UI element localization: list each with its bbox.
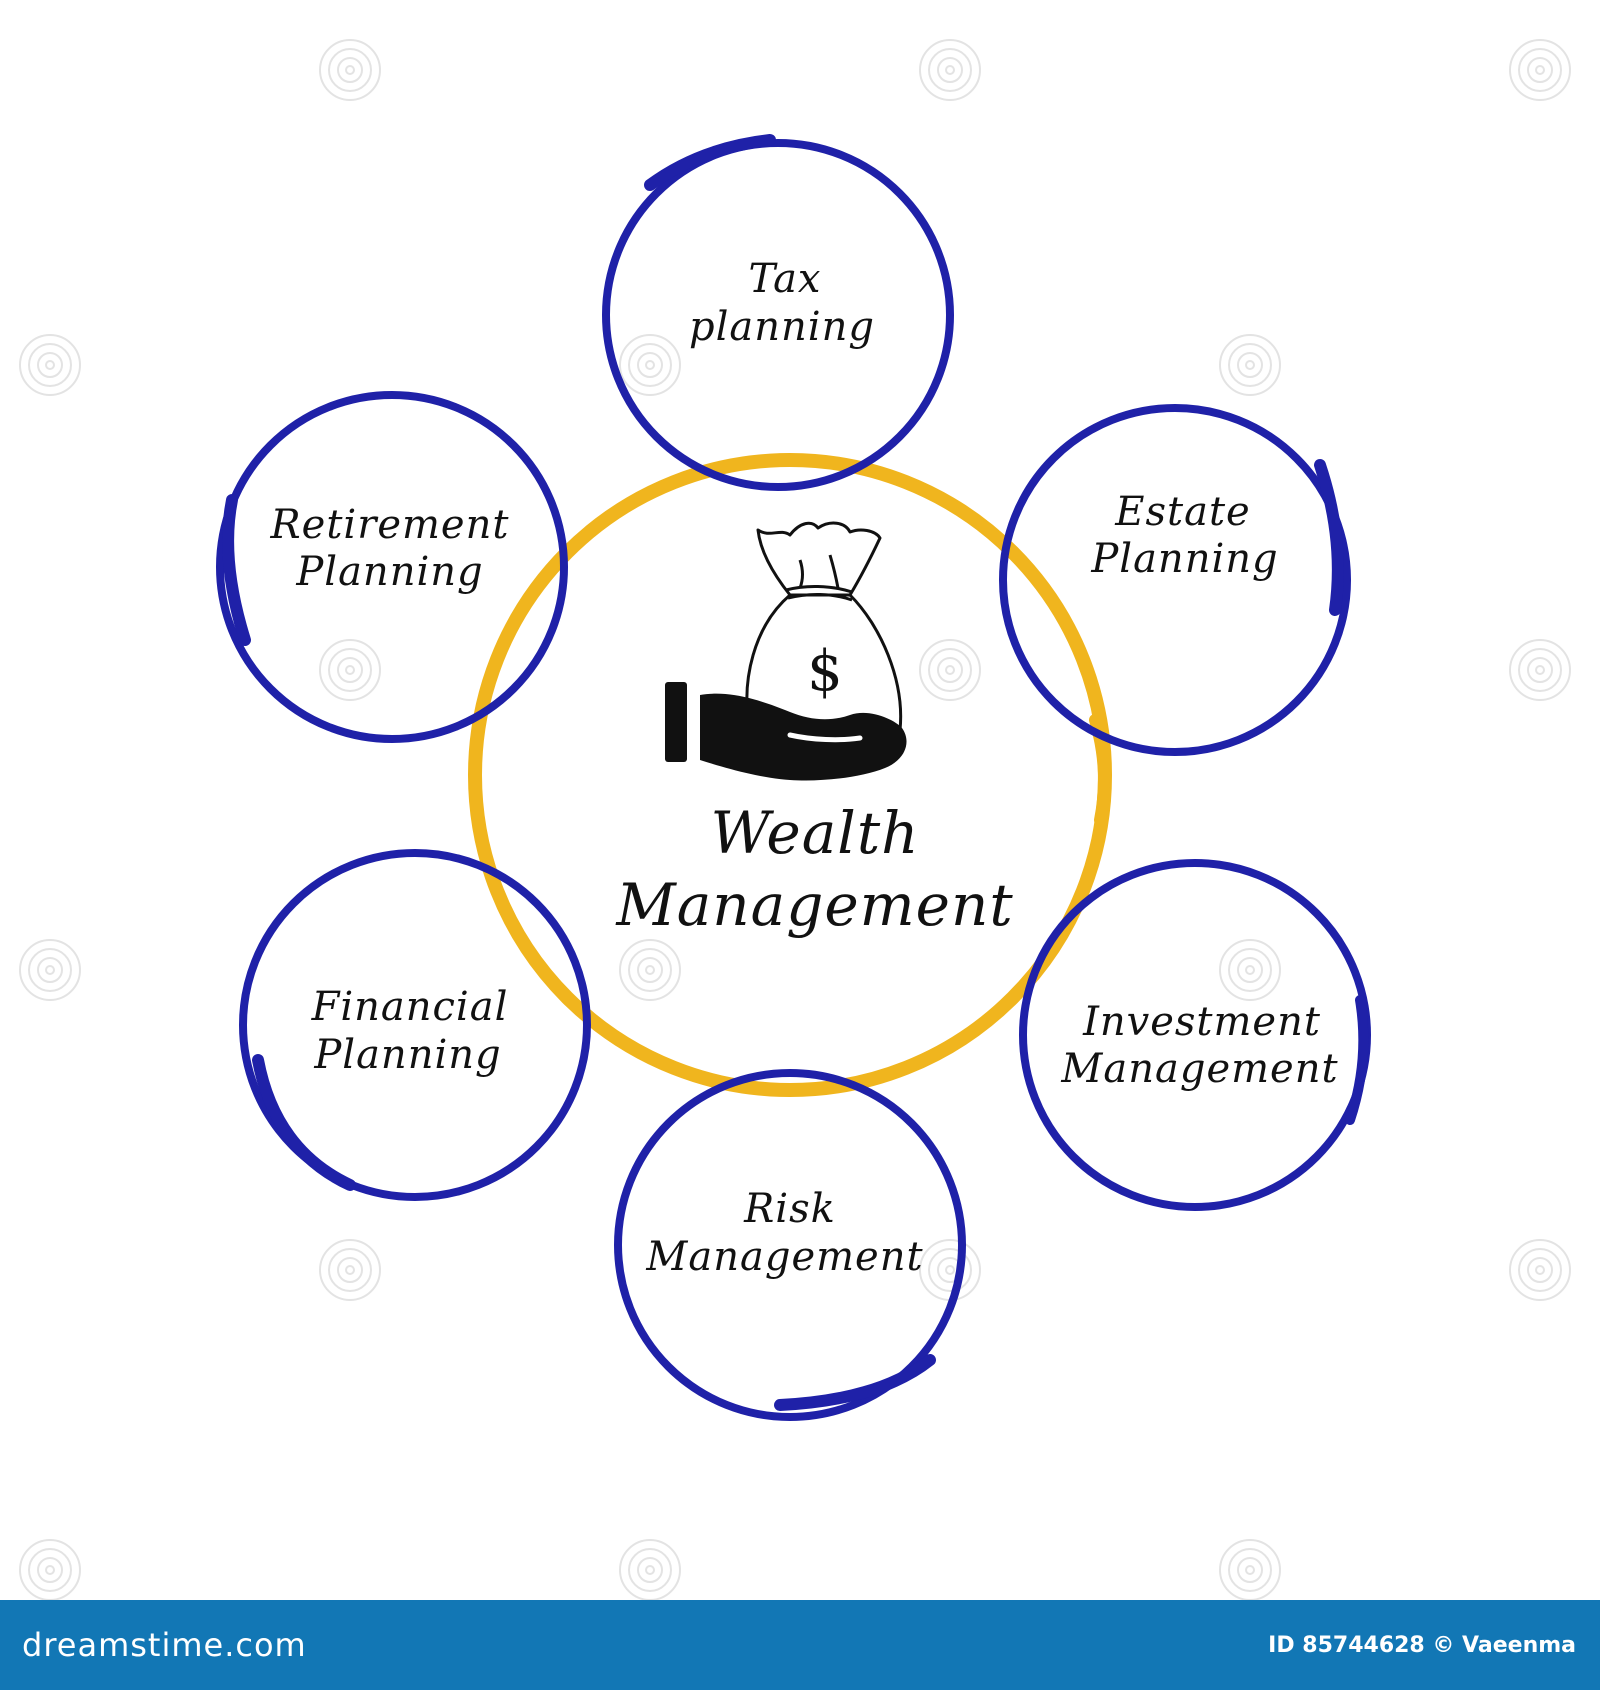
diagram-canvas: $ Wealth Management Tax planning Estate … — [19, 39, 1571, 1600]
node-ring-financial — [239, 849, 591, 1201]
node-label-risk-line2: Management — [645, 1234, 923, 1280]
node-label-estate-line2: Planning — [1090, 536, 1278, 582]
node-label-tax-line1: Tax — [749, 256, 822, 302]
node-label-tax-line2: planning — [689, 304, 875, 350]
center-title-line2: Management — [615, 871, 1013, 939]
node-label-estate-line1: Estate — [1114, 489, 1250, 535]
node-ring-retirement — [216, 391, 568, 743]
node-ring-investment — [1019, 859, 1371, 1211]
money-bag-icon: $ — [745, 521, 903, 732]
open-hand-icon — [665, 682, 907, 781]
center-title-line1: Wealth — [711, 799, 920, 867]
footer-credit: ID 85744628 © Vaeenma — [1268, 1632, 1576, 1658]
node-label-retirement-line2: Planning — [295, 549, 483, 595]
money-symbol: $ — [807, 639, 843, 704]
node-ring-estate — [999, 404, 1351, 756]
node-label-financial-line2: Planning — [313, 1032, 501, 1078]
node-label-retirement-line1: Retirement — [270, 502, 510, 548]
footer-bar: dreamstime.com ID 85744628 © Vaeenma — [0, 1600, 1600, 1690]
node-label-financial-line1: Financial — [311, 984, 509, 1030]
node-ring-risk — [614, 1069, 966, 1421]
node-label-risk-line1: Risk — [743, 1186, 836, 1232]
node-ring-tax — [602, 134, 954, 491]
node-label-investment-line2: Management — [1060, 1046, 1338, 1092]
node-label-investment-line1: Investment — [1082, 999, 1321, 1045]
footer-brand: dreamstime.com — [22, 1626, 307, 1664]
